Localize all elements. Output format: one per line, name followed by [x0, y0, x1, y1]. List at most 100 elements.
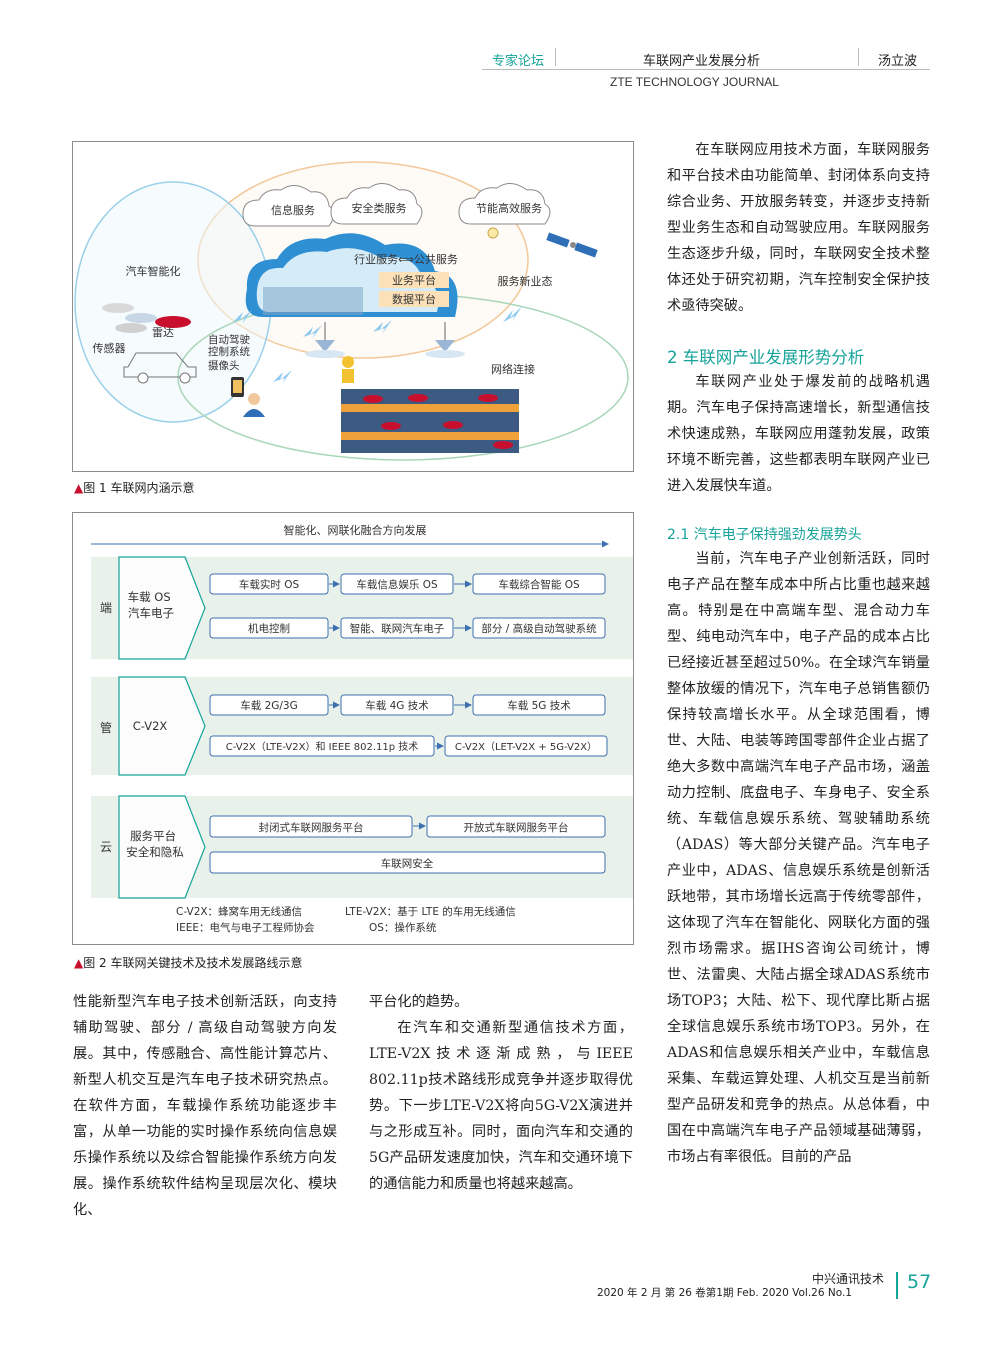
figure-2-caption-text: 图 2 车联网关键技术及技术发展路线示意 [83, 956, 303, 970]
data-platform-box [379, 291, 449, 307]
autopilot-line-2: 控制系统 [208, 345, 250, 358]
paragraph: 性能新型汽车电子技术创新活跃，向支持辅助驾驶、部分 / 高级自动驾驶方向发展。其… [73, 994, 337, 1218]
header-divider [858, 48, 859, 66]
figure-2-diagram: 智能化、网联化融合方向发展 端 管 云 车载 OS 汽车电子 C-V2X 服务平… [91, 523, 633, 934]
figure-1-diagram: 信息服务 安全类服务 节能高效服务 行业服务⟺公共服务 业务平台 数据平台 服务… [74, 161, 629, 461]
right-column-top: 在车联网应用技术方面，车联网服务和平台技术由功能简单、封闭体系向支持综合业务、开… [667, 137, 930, 319]
cloud-icon [458, 183, 551, 225]
cloud-safety-label: 安全类服务 [352, 201, 407, 215]
cloud-efficiency-label: 节能高效服务 [476, 201, 542, 215]
business-platform-box [379, 272, 449, 288]
figure-1-caption: ▲图 1 车联网内涵示意 [74, 479, 195, 496]
tech-box [209, 573, 329, 595]
figure-1: 信息服务 安全类服务 节能高效服务 行业服务⟺公共服务 业务平台 数据平台 服务… [72, 141, 634, 472]
article-title: 车联网产业发展分析 [643, 54, 761, 69]
new-service-label: 服务新业态 [498, 274, 553, 288]
footer-divider [896, 1272, 898, 1299]
row-title-cloud-line1: 服务平台 [130, 829, 176, 843]
paragraph: 车联网产业处于爆发前的战略机遇期。汽车电子保持高速增长，新型通信技术快速成熟，车… [667, 374, 930, 494]
data-platform-label: 数据平台 [392, 292, 436, 306]
row-title-pipe-chevron [118, 676, 206, 776]
bulb-icon [487, 227, 499, 239]
tech-box-label: C-V2X（LTE-V2X）和 IEEE 802.11p 技术 [226, 740, 419, 753]
tech-box-group: 封闭式车联网服务平台 开放式车联网服务平台 车联网安全 [209, 815, 606, 874]
cloud-icon [242, 185, 335, 227]
header-rule [482, 69, 930, 70]
person-icon [243, 393, 265, 417]
note-cv2x: C-V2X：蜂窝车用无线通信 [176, 905, 302, 918]
row-title-terminal-line2: 汽车电子 [128, 606, 174, 620]
tech-box [209, 617, 329, 639]
row-side-cloud: 云 [100, 840, 112, 854]
tech-box-group: 车载实时 OS 车载信息娱乐 OS 车载综合智能 OS 机电控制 智能、联网汽车… [209, 573, 606, 639]
tech-box-label: 车载信息娱乐 OS [356, 578, 438, 591]
tech-box [472, 694, 606, 716]
tech-box-label: 车联网安全 [381, 857, 434, 870]
tech-box-group: 车载 2G/3G 车载 4G 技术 车载 5G 技术 C-V2X（LTE-V2X… [209, 694, 608, 757]
tech-box [340, 694, 454, 716]
row-title-cloud: 服务平台 安全和隐私 [126, 829, 184, 859]
row-title-cloud-line2: 安全和隐私 [126, 845, 184, 859]
car-intelligence-label: 汽车智能化 [126, 264, 181, 278]
tech-box [444, 735, 608, 757]
camera-label: 摄像头 [208, 359, 240, 372]
footer-issue: 2020 年 2 月 第 26 卷第1期 Feb. 2020 Vol.26 No… [597, 1287, 852, 1299]
car-cluster-icon [102, 303, 191, 333]
tech-box-label: 机电控制 [248, 622, 290, 635]
footer-journal: 中兴通讯技术 [812, 1272, 885, 1286]
satellite-icon [546, 232, 598, 258]
row-title-terminal: 车载 OS 汽车电子 [128, 590, 175, 620]
tech-box-label: 部分 / 高级自动驾驶系统 [481, 622, 597, 635]
right-column-bottom: 当前，汽车电子产业创新活跃，同时电子产品在整车成本中所占比重也越来越高。特别是在… [667, 546, 930, 1170]
business-platform-label: 业务平台 [392, 273, 436, 287]
network-label: 网络连接 [491, 362, 535, 376]
journal-name: ZTE TECHNOLOGY JOURNAL [610, 75, 779, 89]
caption-marker: ▲ [74, 481, 84, 495]
autopilot-label: 自动驾驶 控制系统 [208, 333, 253, 358]
tech-box-label: 车载 4G 技术 [365, 699, 429, 712]
header-divider [555, 48, 556, 66]
figure-2-caption: ▲图 2 车联网关键技术及技术发展路线示意 [74, 954, 303, 971]
author-name: 汤立波 [878, 54, 918, 69]
row-title-terminal-line1: 车载 OS [128, 590, 171, 604]
car-outline-icon [123, 352, 197, 384]
road-icon [341, 389, 519, 453]
radar-label: 雷达 [152, 326, 174, 339]
row-title-pipe: C-V2X [133, 719, 168, 733]
tech-box [426, 815, 606, 838]
note-ieee: IEEE：电气与电子工程师协会 [176, 921, 315, 934]
antenna-icon [425, 322, 465, 358]
service-row-label: 行业服务⟺公共服务 [354, 253, 458, 266]
tech-box-label: C-V2X（LET-V2X + 5G-V2X） [455, 741, 597, 753]
paragraph: 当前，汽车电子产业创新活跃，同时电子产品在整车成本中所占比重也越来越高。特别是在… [667, 551, 930, 1165]
row-side-terminal: 端 [100, 601, 112, 615]
tech-box-label: 车载综合智能 OS [498, 578, 580, 591]
note-ltev2x: LTE-V2X：基于 LTE 的车用无线通信 [345, 905, 516, 918]
signal-bolt-icon [233, 306, 522, 384]
tech-box [472, 617, 606, 639]
tech-box-label: 车载实时 OS [239, 578, 300, 591]
row-title-cloud-chevron [118, 795, 206, 899]
traffic-person-icon [342, 356, 354, 383]
phone-icon [231, 377, 244, 397]
figure-1-caption-text: 图 1 车联网内涵示意 [83, 481, 195, 495]
section-heading-2: 2 车联网产业发展形势分析 [667, 348, 865, 367]
right-column-mid: 车联网产业处于爆发前的战略机遇期。汽车电子保持高速增长，新型通信技术快速成熟，车… [667, 369, 930, 499]
autopilot-line-1: 自动驾驶 [208, 333, 250, 346]
paragraph: 平台化的趋势。 [369, 994, 469, 1010]
caption-marker: ▲ [74, 956, 84, 970]
tech-box-label: 车载 5G 技术 [507, 699, 571, 712]
row-title-terminal-chevron [118, 556, 206, 660]
middle-column: 平台化的趋势。 在汽车和交通新型通信技术方面，LTE-V2X技术逐渐成熟，与IE… [369, 989, 633, 1197]
tech-box-label: 开放式车联网服务平台 [464, 821, 569, 834]
tech-box [340, 617, 454, 639]
trend-arrow-label: 智能化、网联化融合方向发展 [284, 523, 427, 537]
left-column: 性能新型汽车电子技术创新活跃，向支持辅助驾驶、部分 / 高级自动驾驶方向发展。其… [73, 989, 337, 1223]
tech-box-label: 封闭式车联网服务平台 [259, 821, 364, 834]
tech-box [209, 815, 413, 838]
tech-box-label: 智能、联网汽车电子 [350, 622, 445, 635]
tech-box [209, 735, 435, 757]
page-number: 57 [907, 1271, 932, 1293]
antenna-icon [305, 322, 345, 358]
section-label: 专家论坛 [492, 54, 545, 69]
